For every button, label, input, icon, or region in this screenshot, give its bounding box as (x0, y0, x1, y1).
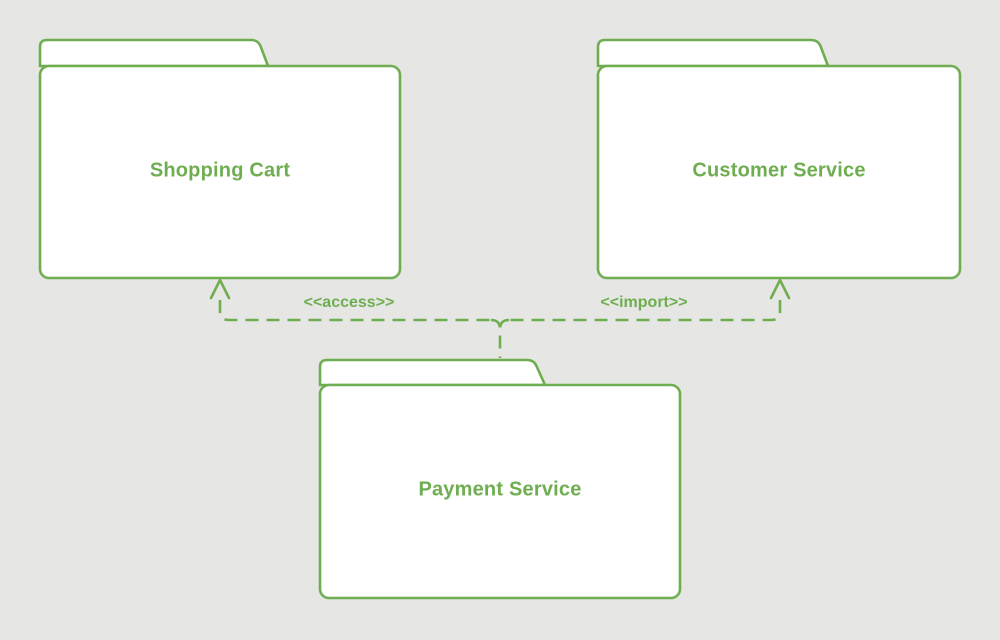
dependency-junction-left (490, 318, 502, 358)
package-payment-service-tab[interactable] (318, 358, 547, 387)
dependency-import-line (509, 300, 782, 322)
package-customer-service[interactable] (596, 38, 962, 280)
package-customer-service-body[interactable] (596, 64, 962, 280)
dependency-access-connector (209, 277, 502, 358)
dependency-access-line (218, 300, 491, 322)
package-shopping-cart-tab[interactable] (38, 38, 270, 68)
package-payment-service-title: Payment Service (418, 478, 582, 501)
dependency-junction-right (498, 318, 510, 330)
package-customer-service-tab[interactable] (596, 38, 830, 68)
dependency-import-connector (498, 277, 791, 330)
open-arrowhead-up-icon (769, 277, 791, 300)
package-payment-service[interactable] (318, 358, 682, 600)
open-arrowhead-up-icon (209, 277, 231, 300)
package-payment-service-body[interactable] (318, 383, 682, 600)
package-customer-service-title: Customer Service (692, 159, 866, 182)
dependency-access-stereotype: <<access>> (303, 294, 395, 311)
package-shopping-cart-title: Shopping Cart (149, 159, 291, 182)
dependency-import-stereotype: <<import>> (600, 294, 688, 311)
